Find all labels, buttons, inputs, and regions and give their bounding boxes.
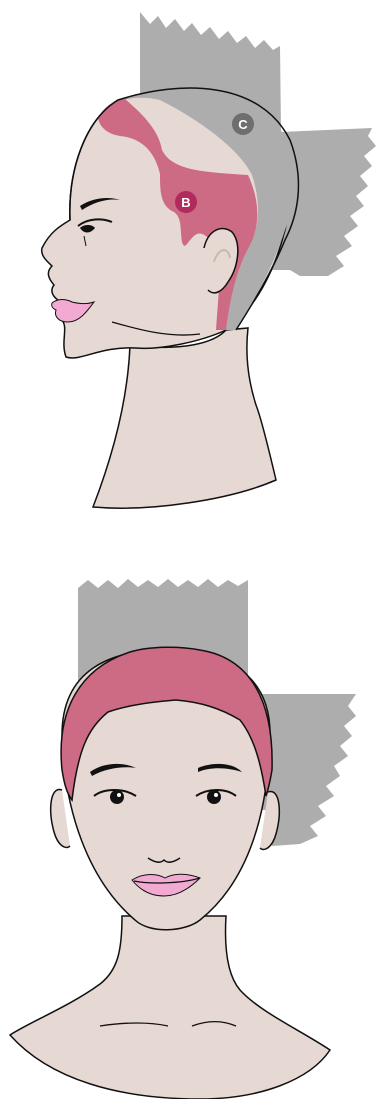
front-illustration bbox=[0, 560, 377, 1099]
front-eye-right bbox=[207, 790, 221, 804]
svg-text:B: B bbox=[181, 195, 190, 210]
front-view bbox=[0, 560, 377, 1099]
zone-c-marker: C bbox=[232, 113, 254, 135]
front-eye-right-glint bbox=[214, 793, 218, 797]
front-eye-left-glint bbox=[117, 793, 121, 797]
front-ear-left bbox=[51, 790, 70, 848]
svg-text:C: C bbox=[238, 117, 248, 132]
side-profile-view: C B bbox=[0, 0, 377, 525]
front-neck-shoulders bbox=[10, 916, 330, 1099]
side-neck bbox=[93, 328, 276, 508]
zone-b-marker: B bbox=[175, 191, 197, 213]
front-eye-left bbox=[110, 790, 124, 804]
side-profile-illustration: C B bbox=[0, 0, 377, 525]
